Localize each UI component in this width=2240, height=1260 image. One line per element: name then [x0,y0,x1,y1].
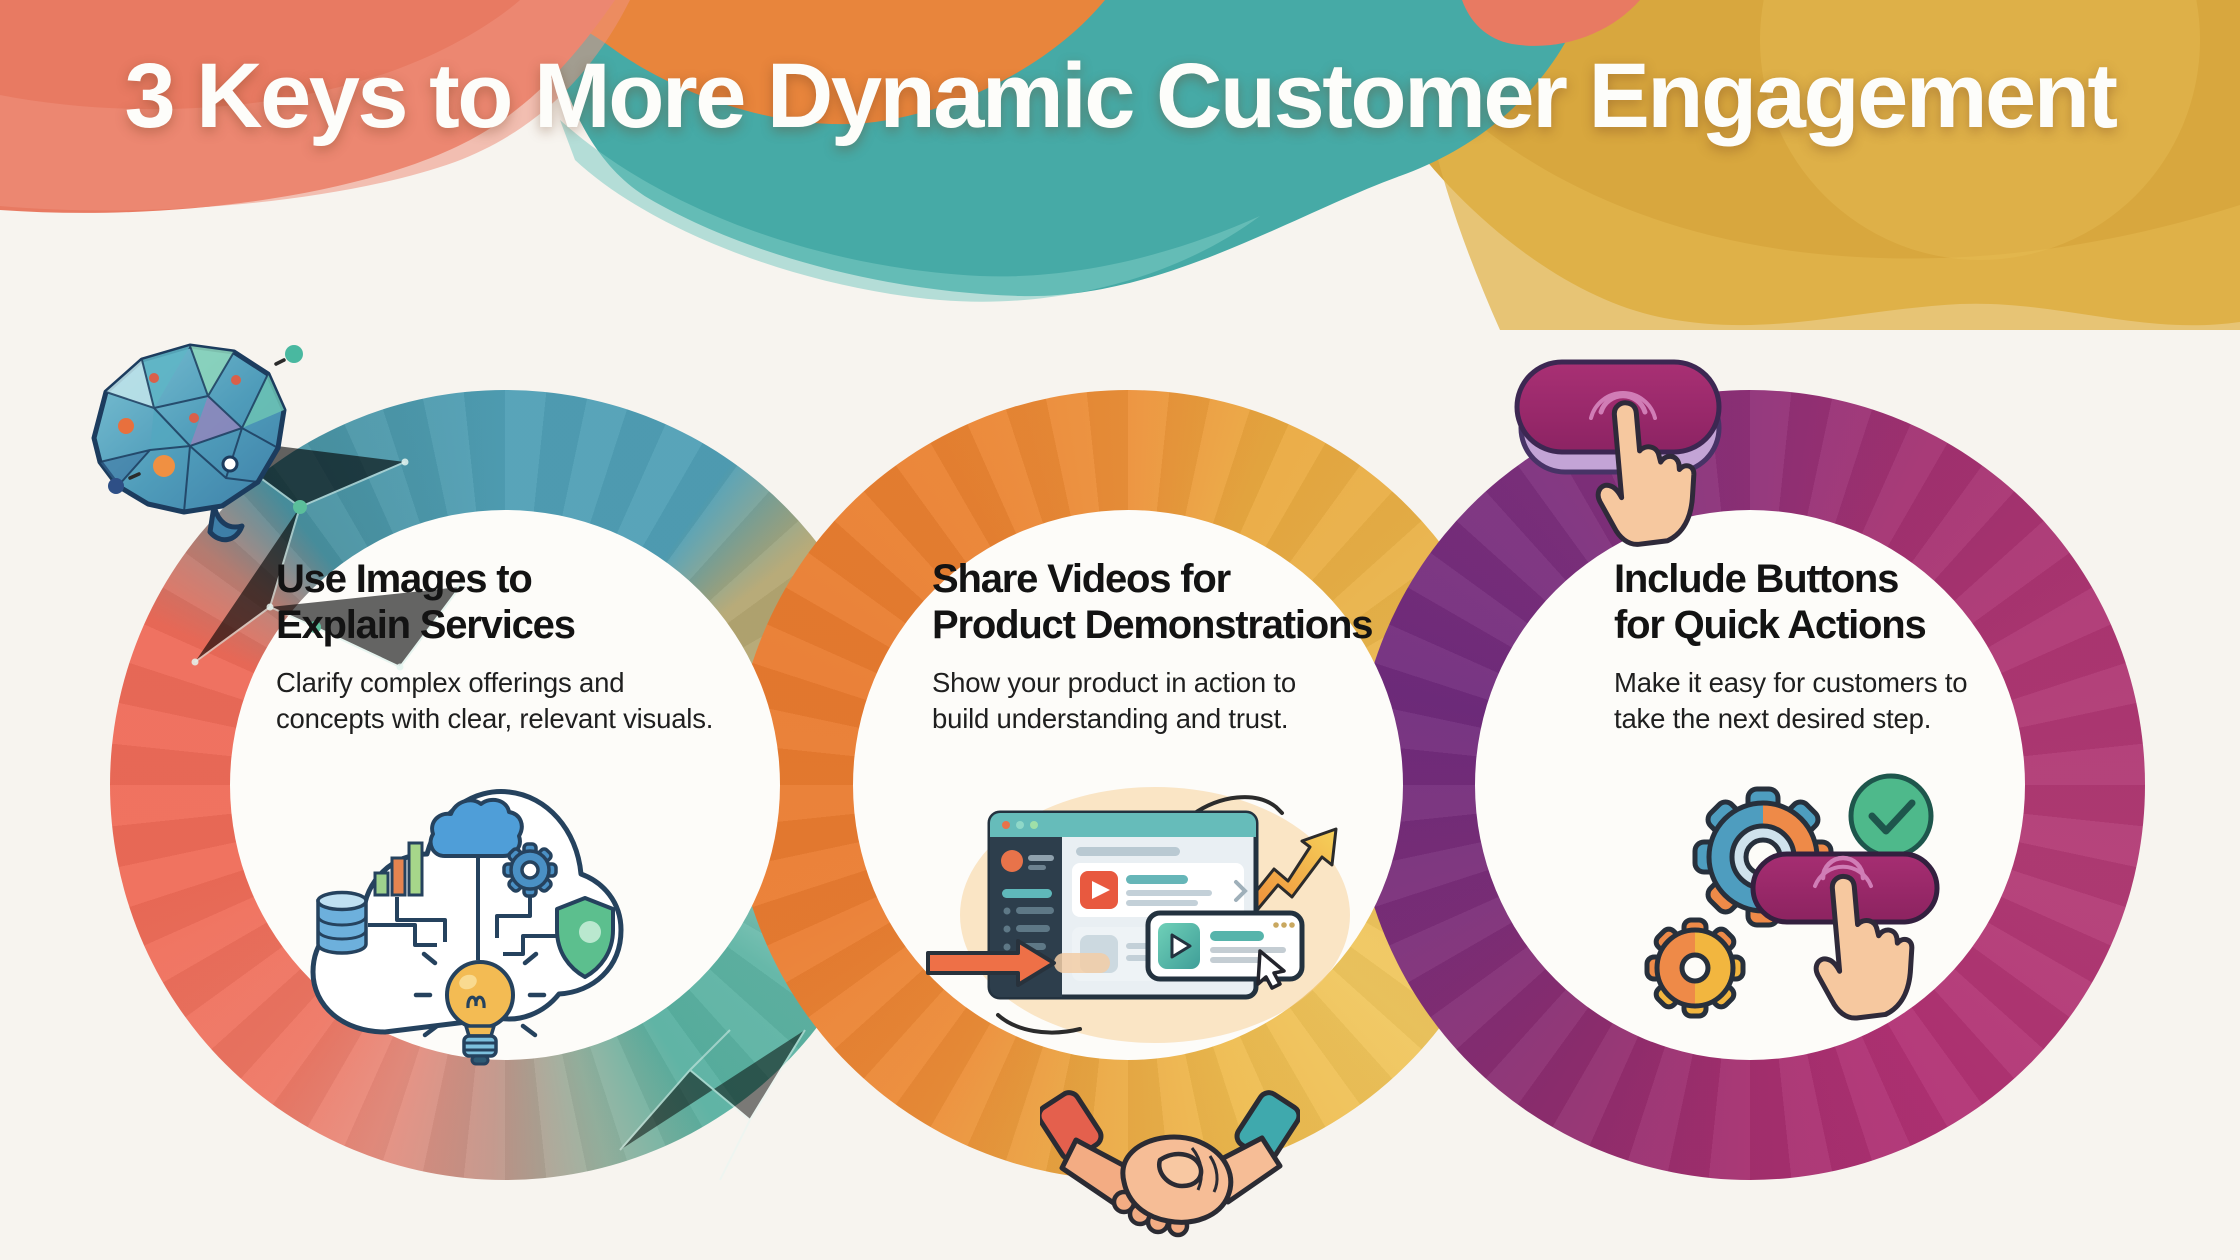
video-popup-card [1145,910,1305,990]
card-heading: Use Images to Explain Services [276,556,756,649]
teal-light-wave [560,120,1260,302]
green-node [309,621,321,633]
card-body: Clarify complex offerings and concepts w… [276,665,756,738]
gear-icon [1644,917,1746,1019]
check-circle-icon [1848,773,1934,859]
card-heading: Include Buttons for Quick Actions [1614,556,2094,649]
hand-cursor-icon [1813,873,1915,1021]
key-card-videos: Share Videos for Product Demonstrations … [932,556,1412,737]
connector-line [503,934,557,956]
bar-chart-icon [373,841,424,897]
card-heading-line: Product Demonstrations [932,603,1374,648]
header-wave-banner [0,0,2240,330]
orange-arrow-icon [926,939,1056,987]
card-body-line: concepts with clear, relevant visuals. [276,703,714,735]
video-demo-icon [926,787,1350,1043]
card-body: Show your product in action to build und… [932,665,1412,738]
card-body-line: build understanding and trust. [932,703,1289,735]
swoosh-line [1190,795,1284,817]
window-dot [1002,821,1010,829]
lightbulb-icon [413,951,547,1066]
cloud-services-icon [310,789,624,1066]
gear-icon [502,842,558,898]
card-heading-line: for Quick Actions [1614,603,1927,648]
shield-icon [555,896,615,979]
card-heading: Share Videos for Product Demonstrations [932,556,1412,649]
gears-press-button-icon [1644,773,1940,1021]
constellation-mesh-decoration [619,1029,806,1181]
ring-buttons-interior [1475,510,2025,1060]
teal-dot [285,345,303,363]
growth-arrow-icon [1248,827,1338,911]
ripple-arcs [1598,393,1648,415]
swoosh-line [996,1013,1082,1035]
coral-sliver [1462,0,1640,46]
gold-glow [1760,0,2200,260]
cursor-icon [1256,949,1286,990]
page-title: 3 Keys to More Dynamic Customer Engageme… [124,45,2118,147]
window-dot [1030,821,1038,829]
card-body-line: Show your product in action to [932,666,1296,698]
connector-line [395,897,447,942]
brain-stem [207,503,245,543]
window-dot [1016,821,1024,829]
card-body-line: Make it easy for customers to [1614,666,1968,698]
key-card-buttons: Include Buttons for Quick Actions Make i… [1614,556,2094,737]
small-cloud-icon [428,797,524,858]
gold-light-wave [1420,70,2240,330]
card-heading-line: Include Buttons [1614,557,1899,601]
chevron-right-icon [1234,880,1248,902]
avatar [1001,850,1023,872]
connector-line [368,923,437,947]
connector-line [495,894,532,938]
orange-wave [520,0,1105,125]
coral-light-wave [0,0,630,211]
polygon-brain-icon [91,343,303,543]
card-heading-line: Explain Services [276,603,576,648]
handshake-icon [1040,1090,1300,1238]
navy-dot [108,478,124,494]
constellation-mesh-decoration [191,433,464,671]
card-body: Make it easy for customers to take the n… [1614,665,2094,738]
key-card-images: Use Images to Explain Services Clarify c… [276,556,756,737]
ripple-arcs [1820,855,1866,881]
hand-cursor-icon [1595,400,1697,547]
card-heading-line: Share Videos for [932,557,1231,601]
green-node [293,500,307,514]
press-button-icon [1514,359,1722,547]
card-body-line: take the next desired step. [1614,703,1932,735]
card-heading-line: Use Images to [276,557,533,601]
database-icon [316,890,368,955]
card-body-line: Clarify complex offerings and [276,666,625,698]
